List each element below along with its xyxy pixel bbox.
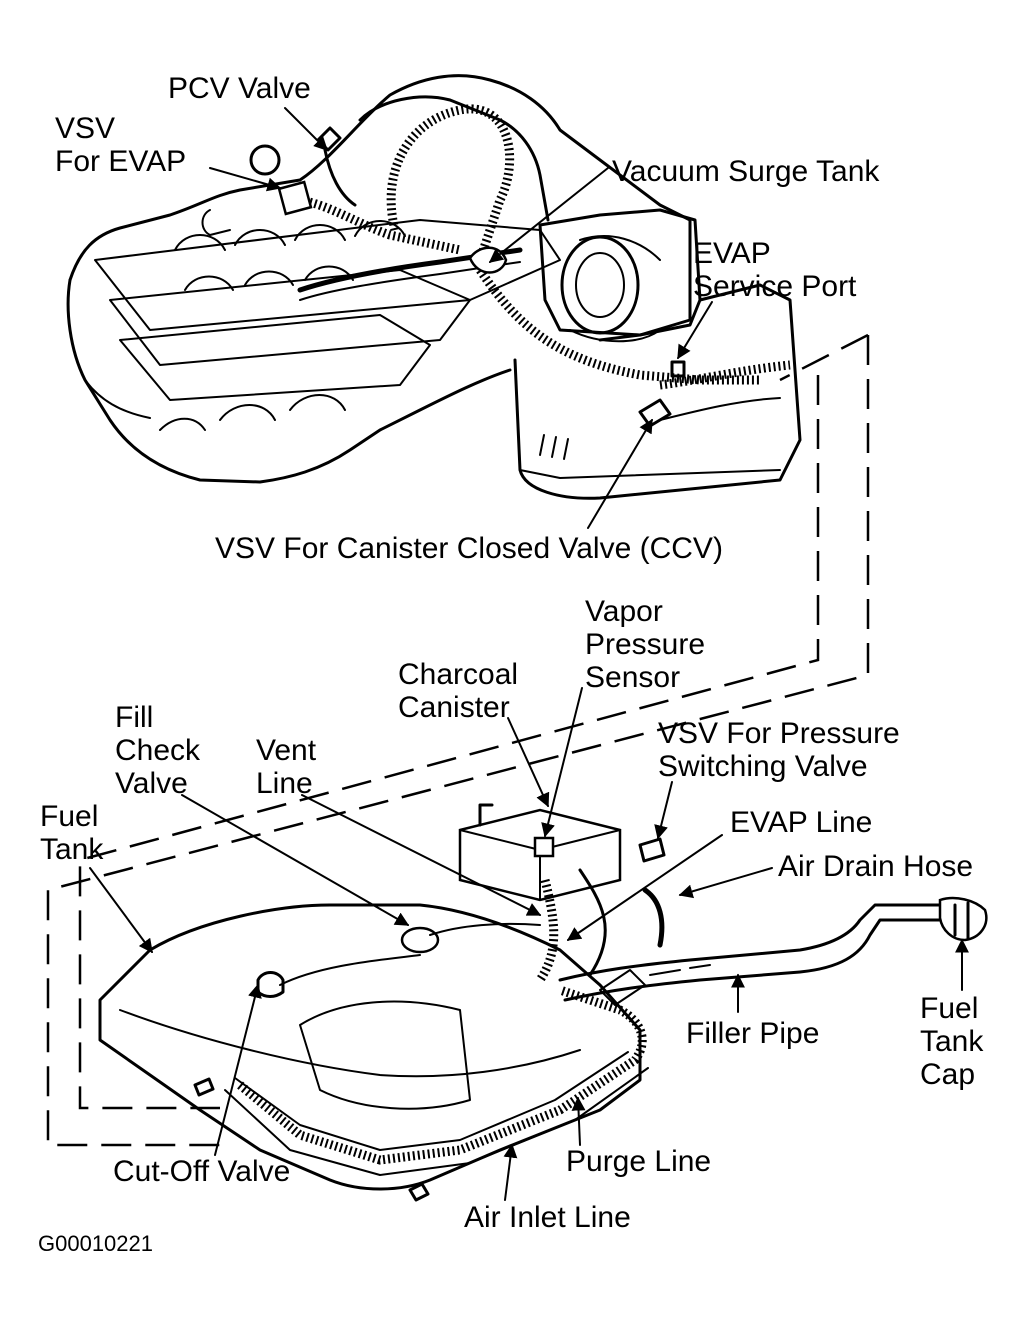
- label-vsv-evap-line2: For EVAP: [55, 145, 187, 178]
- label-vsv-psv-line2: Switching Valve: [658, 750, 868, 783]
- label-vsv-psv-line1: VSV For Pressure: [658, 717, 900, 750]
- arrow-fuel-tank: [89, 867, 153, 954]
- dashed-guide-lines: [46, 333, 870, 1147]
- label-vapor-pressure-line3: Sensor: [585, 661, 681, 694]
- label-pcv-valve: PCV Valve: [168, 72, 311, 105]
- label-evap-line: EVAP Line: [730, 806, 873, 839]
- label-charcoal-canister-line1: Charcoal: [398, 658, 519, 691]
- arrow-vapor-pressure-sensor: [541, 687, 583, 838]
- engine-illustration: [66, 74, 802, 500]
- arrow-vsv-evap: [209, 167, 282, 192]
- label-cut-off-valve: Cut-Off Valve: [113, 1155, 291, 1188]
- arrow-purge-line: [571, 1096, 586, 1146]
- label-air-drain-hose: Air Drain Hose: [778, 850, 974, 883]
- leader-arrows: [89, 107, 969, 1201]
- label-charcoal-canister-line2: Canister: [398, 691, 510, 724]
- label-vacuum-surge-tank: Vacuum Surge Tank: [612, 155, 880, 188]
- label-evap-service-port-line1: EVAP: [693, 237, 771, 270]
- label-vsv-ccv: VSV For Canister Closed Valve (CCV): [215, 532, 723, 565]
- label-fill-check-line2: Check: [115, 734, 201, 767]
- arrow-evap-service-port: [677, 301, 713, 360]
- fuel-tank-illustration: [98, 803, 988, 1202]
- label-vapor-pressure-line2: Pressure: [585, 628, 706, 661]
- label-evap-service-port-line2: Service Port: [693, 270, 857, 303]
- label-vapor-pressure-line1: Vapor: [585, 595, 663, 628]
- arrow-vacuum-surge-tank: [488, 167, 609, 263]
- arrow-fill-check-valve: [181, 794, 410, 926]
- label-fuel-tank-line1: Fuel: [40, 800, 99, 833]
- label-vsv-evap-line1: VSV: [55, 112, 116, 145]
- label-fuel-tank-cap-line2: Tank: [920, 1025, 984, 1058]
- label-vent-line-line1: Vent: [256, 734, 317, 767]
- arrow-pcv-valve: [284, 107, 328, 151]
- label-fill-check-line3: Valve: [115, 767, 188, 800]
- label-fill-check-line1: Fill: [115, 701, 154, 734]
- arrow-evap-line: [566, 834, 723, 941]
- arrow-air-inlet-line: [503, 1143, 518, 1201]
- arrow-vent-line: [301, 794, 542, 916]
- label-fuel-tank-cap-line1: Fuel: [920, 992, 979, 1025]
- arrow-air-drain-hose: [678, 867, 773, 899]
- arrow-vsv-ccv: [587, 418, 653, 529]
- arrow-charcoal-canister: [507, 717, 550, 808]
- figure-id: G00010221: [38, 1231, 153, 1256]
- label-purge-line: Purge Line: [566, 1145, 712, 1178]
- label-fuel-tank-line2: Tank: [40, 833, 104, 866]
- arrow-cut-off-valve: [214, 983, 262, 1156]
- label-vent-line-line2: Line: [256, 767, 313, 800]
- label-air-inlet-line: Air Inlet Line: [464, 1201, 631, 1234]
- label-fuel-tank-cap-line3: Cap: [920, 1058, 976, 1091]
- label-filler-pipe: Filler Pipe: [686, 1017, 820, 1050]
- arrow-vsv-psv: [654, 781, 673, 840]
